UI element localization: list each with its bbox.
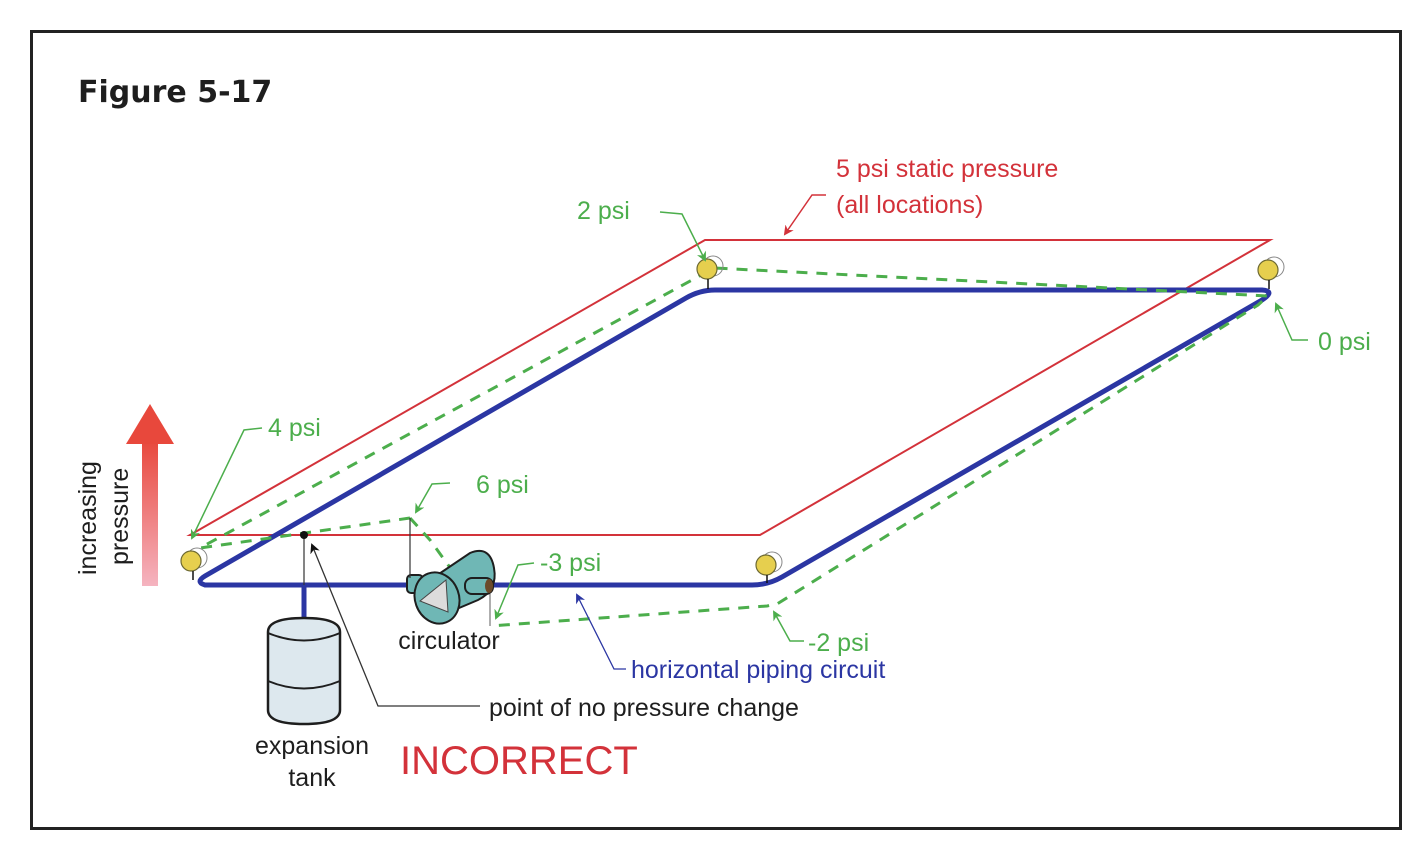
static-pressure-sublabel: (all locations) <box>836 191 983 219</box>
circulator-icon <box>406 549 496 625</box>
leader-4psi <box>190 427 263 540</box>
figure-title: Figure 5-17 <box>78 75 272 110</box>
increasing-pressure-arrow-icon <box>126 404 174 586</box>
label-2psi: 2 psi <box>577 197 630 225</box>
label-4psi: 4 psi <box>268 414 321 442</box>
increasing-label: increasing <box>74 461 102 575</box>
label-minus3psi: -3 psi <box>540 549 601 577</box>
incorrect-label: INCORRECT <box>400 739 638 783</box>
gauge-front-left-icon <box>180 547 208 580</box>
piping-circuit-label: horizontal piping circuit <box>631 656 885 684</box>
leader-minus3psi <box>494 562 535 620</box>
expansion-label: expansion <box>255 732 369 760</box>
label-0psi: 0 psi <box>1318 328 1371 356</box>
label-minus2psi: -2 psi <box>808 629 869 657</box>
no-change-point <box>300 531 308 539</box>
label-6psi: 6 psi <box>476 471 529 499</box>
no-change-leader <box>310 543 480 707</box>
circulator-label: circulator <box>398 627 499 655</box>
pressure-label: pressure <box>106 468 134 565</box>
leader-6psi <box>415 482 451 514</box>
expansion-tank-icon <box>266 616 342 726</box>
leader-piping <box>576 593 626 670</box>
leader-minus2psi <box>773 610 804 642</box>
tank-label: tank <box>288 764 336 792</box>
leader-0psi <box>1274 302 1308 341</box>
gauge-back-left-icon <box>696 255 724 289</box>
leader-static-pressure <box>783 194 826 236</box>
figure-border <box>30 30 1402 830</box>
no-pressure-change-label: point of no pressure change <box>489 694 799 722</box>
gauge-front-right-icon <box>755 551 783 583</box>
static-pressure-plane <box>186 239 1274 536</box>
dynamic-pressure-line <box>199 266 1272 628</box>
horizontal-piping-loop <box>197 287 1272 588</box>
static-pressure-label: 5 psi static pressure <box>836 155 1058 183</box>
leader-2psi <box>659 211 706 262</box>
gauge-back-right-icon <box>1257 256 1285 289</box>
